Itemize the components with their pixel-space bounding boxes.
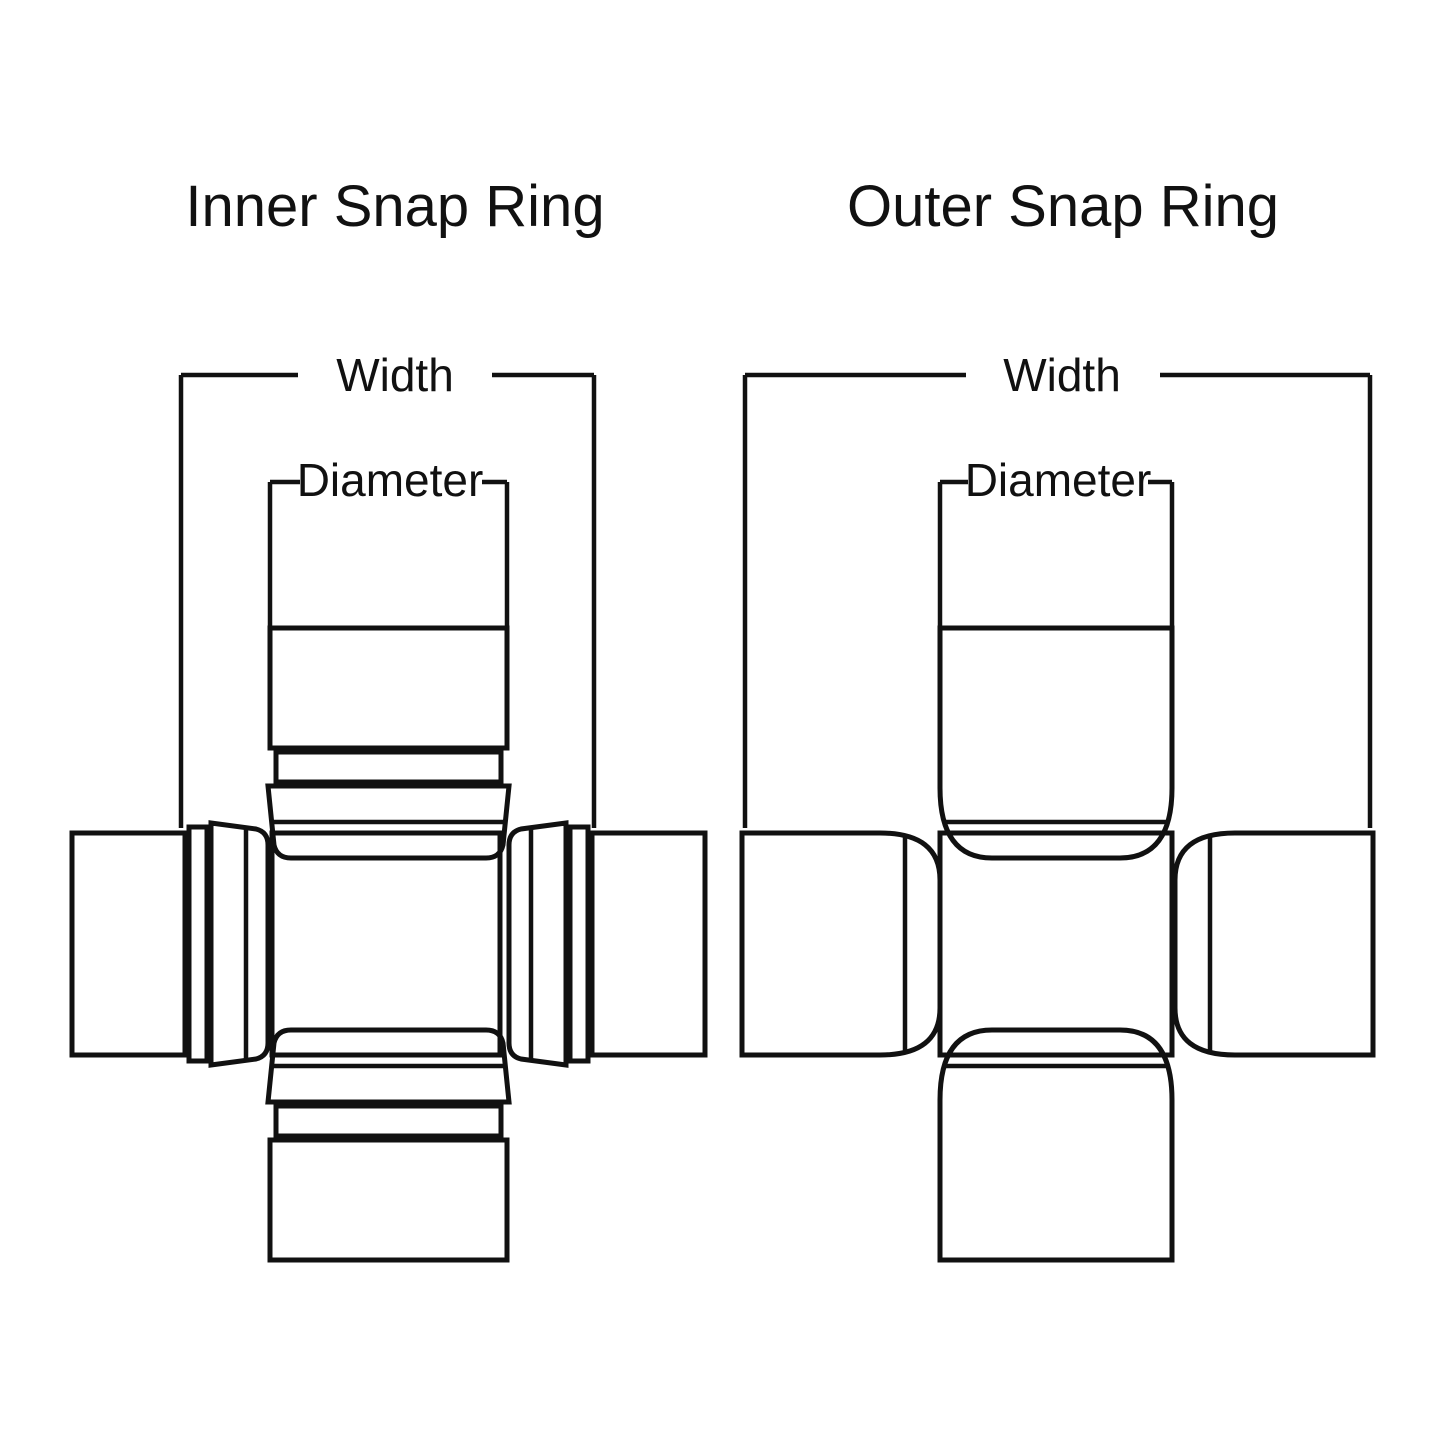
bearing-cap-top-inner: [267, 625, 510, 751]
cross-body-outer: [937, 830, 1175, 1058]
snap-ring-band-right-inner: [567, 824, 591, 1064]
dim-width-label-outer: Width: [1003, 349, 1121, 401]
snap-ring-band-left-inner: [186, 824, 210, 1064]
bearing-cap-top-outer: [937, 625, 1175, 861]
dim-width-label-inner: Width: [336, 349, 454, 401]
u-joint-inner-top-arm: [265, 625, 512, 861]
snap-ring-band-top-inner: [273, 749, 504, 785]
bearing-cap-bottom-inner: [267, 1137, 510, 1263]
u-joint-inner-right-arm: [506, 820, 708, 1068]
u-joint-inner-left-arm: [69, 820, 271, 1068]
panel-inner-snap-ring: Inner Snap Ring Width Diameter: [69, 174, 708, 1263]
u-joint-outer-right-arm: [1172, 830, 1376, 1058]
bearing-cap-left-inner: [69, 830, 188, 1058]
trunnion-taper-left-inner: [208, 820, 271, 1068]
bearing-cap-bottom-outer: [937, 1027, 1175, 1263]
cross-body-inner: [269, 830, 503, 1058]
dimension-diameter-inner: Diameter: [267, 454, 510, 630]
dim-diameter-label-inner: Diameter: [297, 454, 484, 506]
panel-title-inner: Inner Snap Ring: [185, 174, 604, 239]
bearing-cap-right-inner: [589, 830, 708, 1058]
bearing-cap-right-outer: [1172, 830, 1376, 1058]
dim-diameter-label-outer: Diameter: [965, 454, 1152, 506]
snap-ring-band-bottom-inner: [273, 1103, 504, 1139]
dimension-diameter-outer: Diameter: [937, 454, 1175, 630]
trunnion-taper-right-inner: [506, 820, 569, 1068]
u-joint-outer-left-arm: [739, 830, 943, 1058]
u-joint-outer-bottom-arm: [937, 1027, 1175, 1263]
bearing-cap-left-outer: [739, 830, 943, 1058]
u-joint-inner-bottom-arm: [265, 1027, 512, 1263]
dimension-width-outer: Width: [742, 349, 1373, 828]
dimension-width-inner: Width: [178, 349, 597, 828]
panel-outer-snap-ring: Outer Snap Ring Width Diameter: [739, 174, 1376, 1263]
panel-title-outer: Outer Snap Ring: [847, 174, 1279, 239]
u-joint-outer-top-arm: [937, 625, 1175, 861]
